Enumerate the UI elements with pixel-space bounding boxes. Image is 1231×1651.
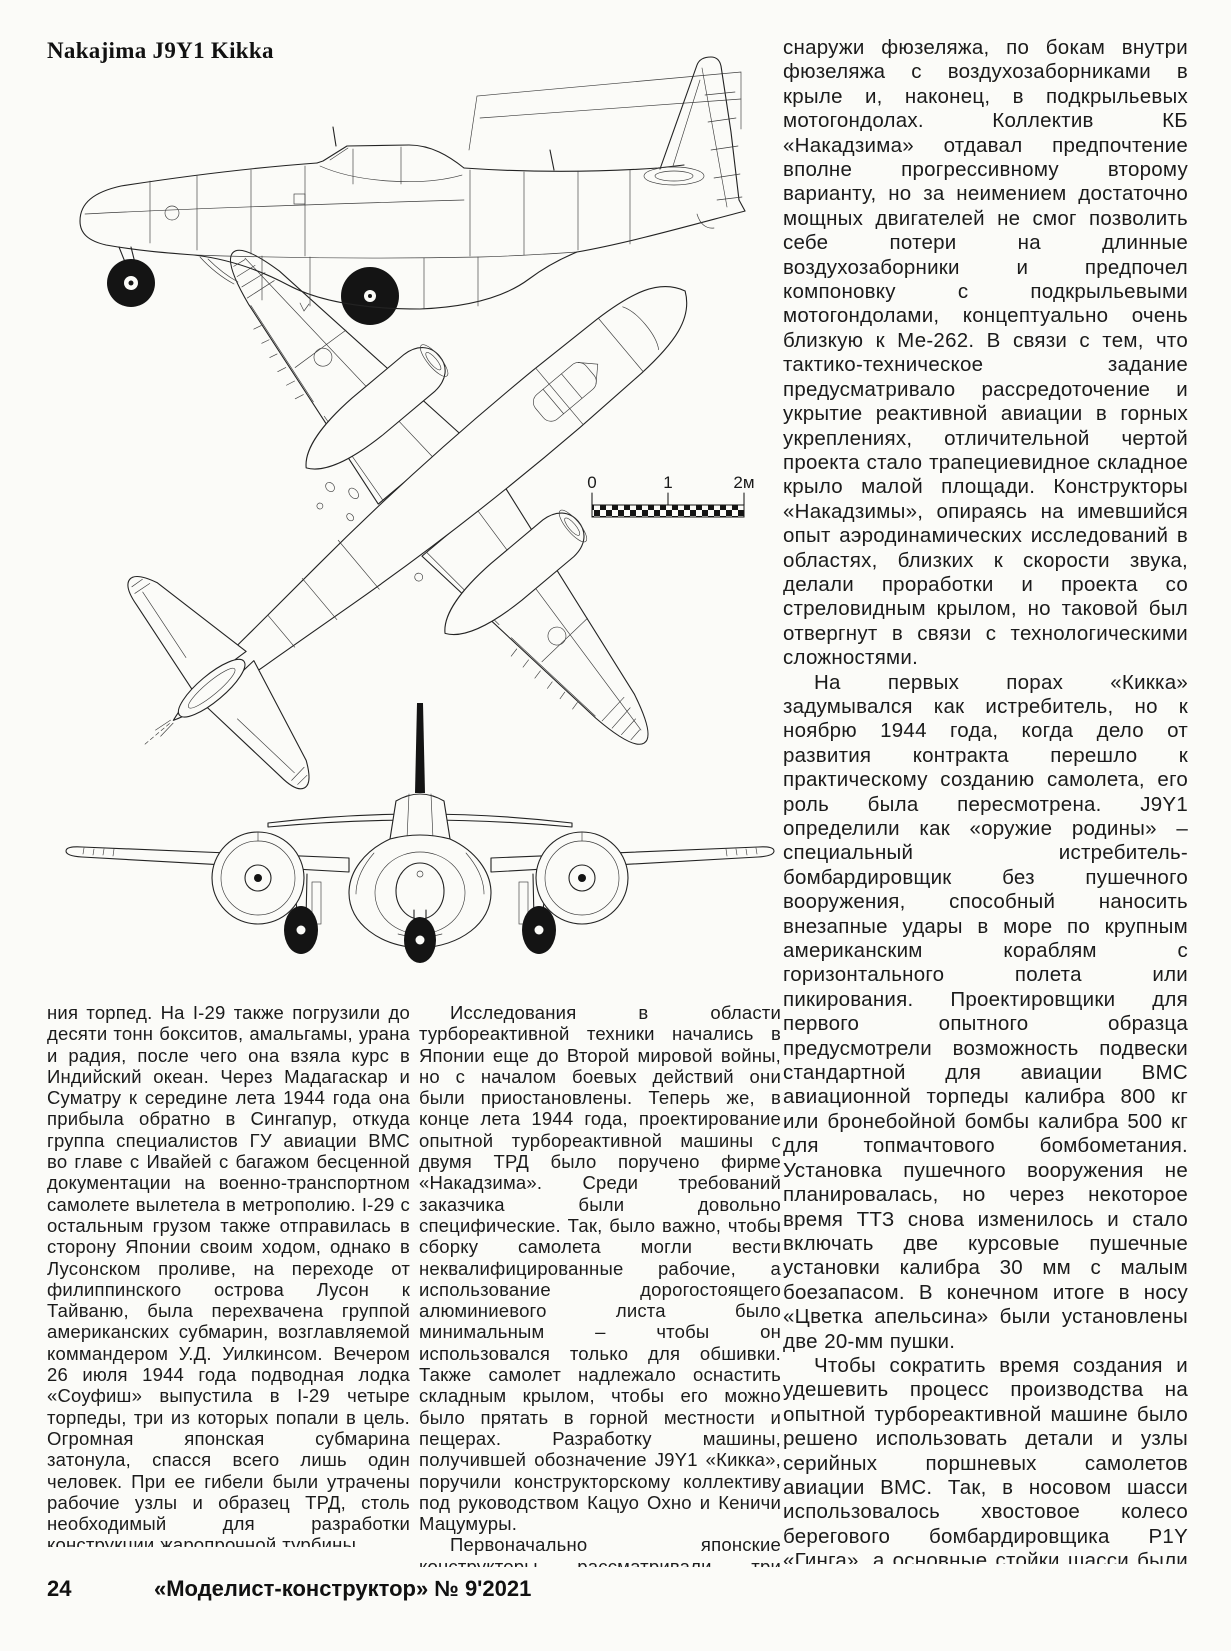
paragraph: На первых порах «Кикка» задумывался как … (783, 670, 1188, 1353)
magazine-title: «Моделист-конструктор» № 9'2021 (154, 1576, 532, 1601)
scale-bar: 0 1 2м (587, 473, 755, 518)
paragraph: Чтобы сократить время создания и удешеви… (783, 1353, 1188, 1564)
paragraph: ния торпед. На I-29 также погрузили до д… (47, 1002, 410, 1547)
paragraph: снаружи фюзеляжа, по бокам внутри фюзеля… (783, 36, 1188, 670)
front-view-drawing (65, 703, 775, 963)
text-column-left: ния торпед. На I-29 также погрузили до д… (47, 1002, 410, 1547)
side-view-drawing (79, 56, 746, 325)
paragraph: Исследования в области турбореактивной т… (419, 1002, 781, 1535)
paragraph: Первоначально японские конструкторы расс… (419, 1534, 781, 1567)
text-column-middle: Исследования в области турбореактивной т… (419, 1002, 781, 1567)
top-view-drawing (127, 249, 688, 790)
scale-bar-rule (591, 504, 745, 518)
page-title: Nakajima J9Y1 Kikka (47, 38, 274, 63)
scale-label-0: 0 (587, 473, 596, 492)
scale-label-2m: 2м (733, 473, 754, 492)
text-column-right: снаружи фюзеляжа, по бокам внутри фюзеля… (783, 36, 1188, 1564)
page-number: 24 (47, 1576, 72, 1601)
scale-label-1: 1 (663, 473, 672, 492)
